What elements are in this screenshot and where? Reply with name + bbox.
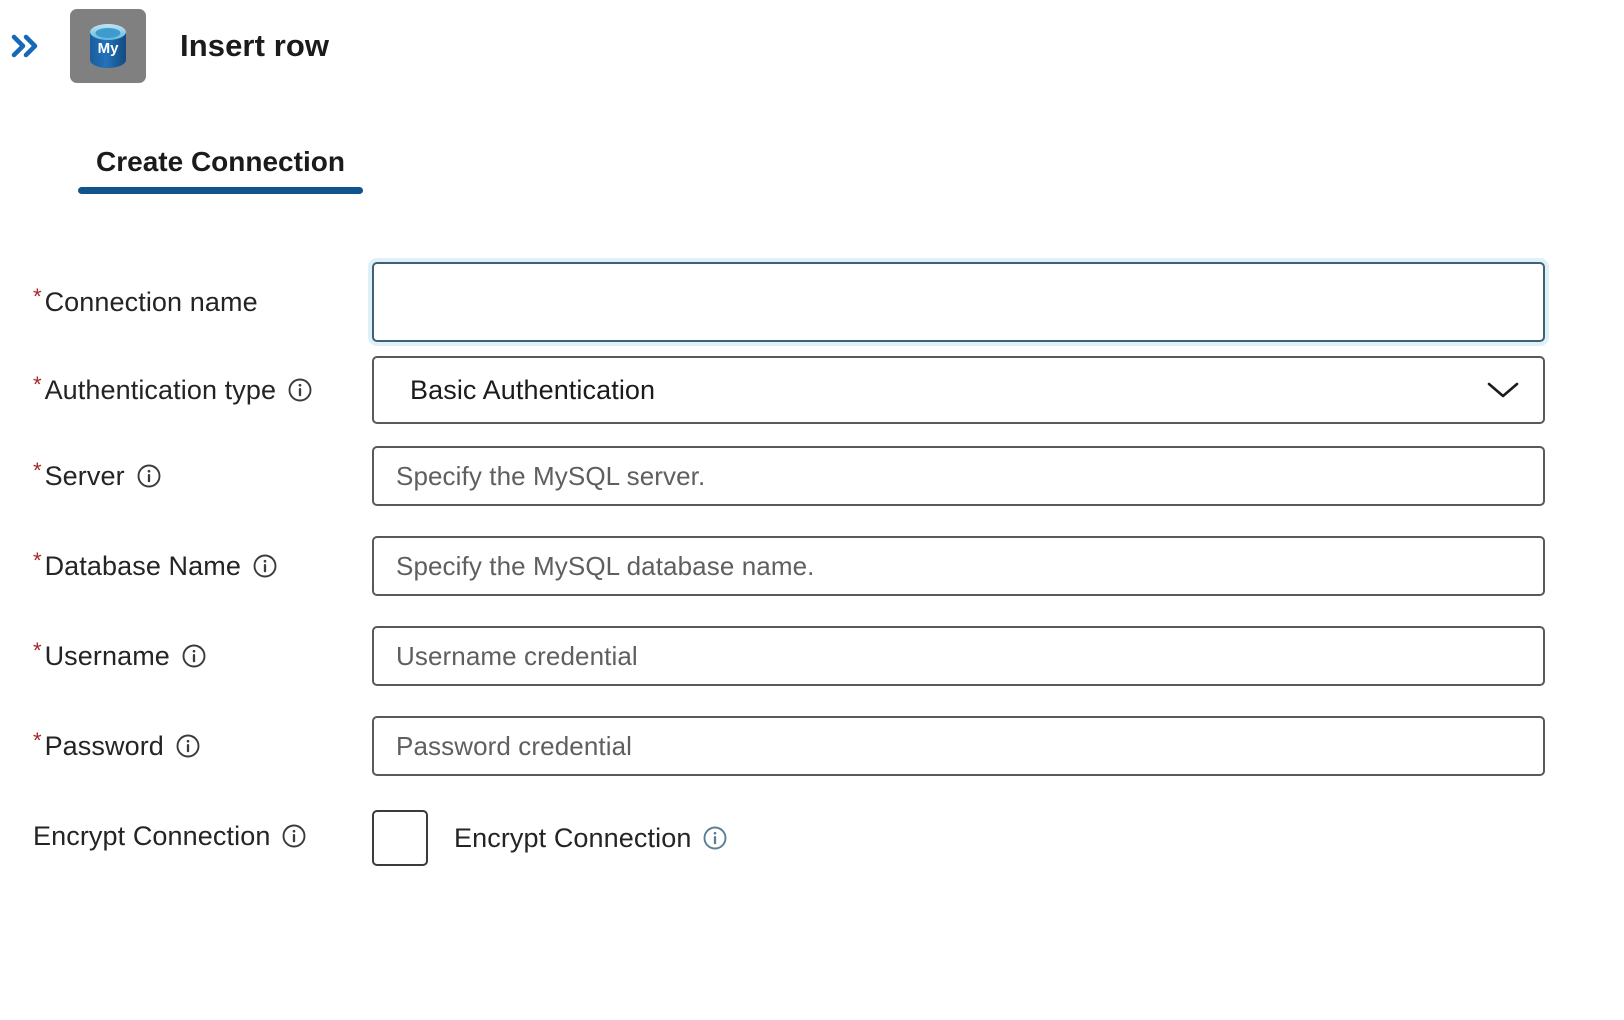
password-input[interactable]: Password credential [372,716,1545,776]
form-row-encrypt-connection: Encrypt Connection Encrypt Connection [0,810,1624,866]
required-marker: * [33,458,42,483]
field-password: Password credential [372,716,1624,776]
required-marker: * [33,548,42,573]
encrypt-connection-checkbox[interactable] [372,810,428,866]
field-encrypt-connection: Encrypt Connection [372,810,1624,866]
info-icon[interactable] [252,553,278,579]
tabstrip: Create Connection [78,140,363,194]
info-icon[interactable] [287,377,313,403]
required-marker: * [33,284,42,309]
label-text: Authentication type [44,374,277,405]
connection-name-input[interactable] [372,262,1545,342]
info-icon[interactable] [175,733,201,759]
label-server: * Server [0,446,372,506]
info-icon[interactable] [136,463,162,489]
double-chevron-right-icon[interactable] [4,31,48,61]
form-row-server: * Server Specify the MySQL server. [0,446,1624,506]
field-server: Specify the MySQL server. [372,446,1624,506]
label-text: Server [44,460,125,491]
page-title: Insert row [180,28,330,63]
label-connection-name: * Connection name [0,262,372,342]
label-text: Username [44,640,170,671]
field-username: Username credential [372,626,1624,686]
required-marker: * [33,638,42,663]
password-placeholder: Password credential [396,730,633,761]
label-username: * Username [0,626,372,686]
field-authentication-type: Basic Authentication [372,356,1624,424]
create-connection-form: * Connection name * Authentication type [0,262,1624,866]
database-name-placeholder: Specify the MySQL database name. [396,550,815,581]
database-name-input[interactable]: Specify the MySQL database name. [372,536,1545,596]
mysql-database-icon: My [70,9,146,83]
required-marker: * [33,728,42,753]
label-text: Password [44,730,164,761]
tab-create-connection[interactable]: Create Connection [78,140,363,194]
username-placeholder: Username credential [396,640,638,671]
encrypt-connection-checkbox-label: Encrypt Connection [454,822,692,853]
label-database-name: * Database Name [0,536,372,596]
tab-label: Create Connection [96,146,345,177]
label-text: Encrypt Connection [33,820,271,851]
label-password: * Password [0,716,372,776]
encrypt-connection-checkbox-row: Encrypt Connection [372,810,1545,866]
svg-text:My: My [98,40,119,57]
info-icon[interactable] [181,643,207,669]
chevron-down-icon[interactable] [1485,379,1521,401]
authentication-type-value: Basic Authentication [410,374,656,405]
label-encrypt-connection: Encrypt Connection [0,810,372,862]
form-row-authentication-type: * Authentication type Basic Authenticati… [0,356,1624,424]
form-row-username: * Username Username credential [0,626,1624,686]
form-row-password: * Password Password credential [0,716,1624,776]
field-database-name: Specify the MySQL database name. [372,536,1624,596]
required-marker: * [33,372,42,397]
server-input[interactable]: Specify the MySQL server. [372,446,1545,506]
panel-header: My Insert row [0,0,1624,92]
form-row-database-name: * Database Name Specify the MySQL databa… [0,536,1624,596]
label-authentication-type: * Authentication type [0,356,372,424]
info-icon[interactable] [702,825,728,851]
authentication-type-select[interactable]: Basic Authentication [372,356,1545,424]
server-placeholder: Specify the MySQL server. [396,460,706,491]
field-connection-name [372,262,1624,342]
form-row-connection-name: * Connection name [0,262,1624,342]
username-input[interactable]: Username credential [372,626,1545,686]
info-icon[interactable] [281,823,307,849]
label-text: Connection name [44,286,258,317]
label-text: Database Name [44,550,241,581]
